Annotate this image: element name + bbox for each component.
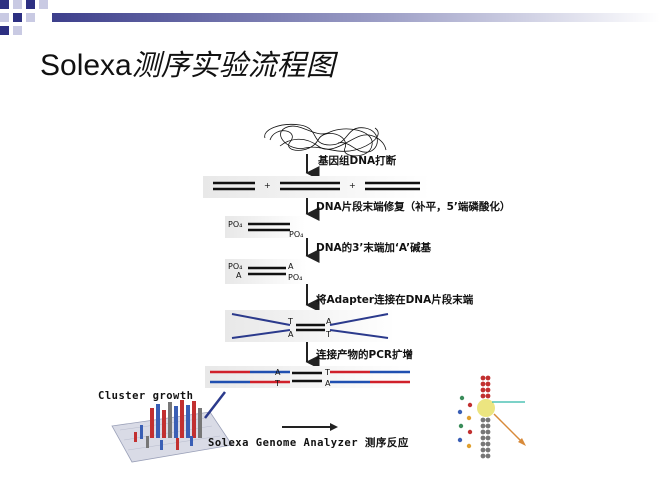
t-label-right: T bbox=[325, 330, 331, 339]
a-tailing-panel: PO₄ A A PO₄ bbox=[225, 259, 307, 284]
step-3-label: DNA的3’末端加‘A’碱基 bbox=[316, 242, 432, 254]
pcr-a-right: A bbox=[325, 379, 331, 388]
po4-label-a1: PO₄ bbox=[228, 262, 242, 271]
slide-title-chinese: 测序实验流程图 bbox=[131, 48, 335, 82]
step-2-label: DNA片段末端修复（补平，5’端磷酸化） bbox=[316, 201, 511, 213]
a-label-right: A bbox=[326, 317, 332, 326]
plus-sign-1: + bbox=[264, 181, 271, 190]
adapter-ligation-panel: T A A T bbox=[225, 310, 395, 342]
po4-label-left: PO₄ bbox=[228, 220, 242, 229]
slide-header-decoration bbox=[0, 0, 660, 35]
slide-title: Solexa测序实验流程图 bbox=[40, 42, 335, 84]
step-1-label: 基因组DNA打断 bbox=[318, 155, 397, 167]
po4-label-a2: PO₄ bbox=[288, 273, 302, 282]
pcr-product-panel: A T T A bbox=[205, 366, 413, 388]
step-5-label: 连接产物的PCR扩增 bbox=[316, 349, 413, 361]
step-4-label: 将Adapter连接在DNA片段末端 bbox=[316, 294, 474, 306]
genomic-dna-tangle bbox=[264, 123, 387, 157]
pcr-t-right: T bbox=[324, 368, 330, 377]
a-label-left: A bbox=[288, 330, 294, 339]
analyzer-label: Solexa Genome Analyzer 测序反应 bbox=[208, 437, 409, 449]
plus-sign-2: + bbox=[349, 181, 356, 190]
slide-title-latin: Solexa bbox=[40, 49, 132, 82]
cluster-growth-label: Cluster growth bbox=[98, 390, 194, 402]
fragments-panel: + + bbox=[203, 176, 430, 198]
sequencing-illustration bbox=[457, 375, 526, 459]
end-repair-panel: PO₄ PO₄ bbox=[225, 216, 305, 239]
pcr-a-left: A bbox=[275, 368, 281, 377]
a-label-a1: A bbox=[236, 271, 242, 280]
t-label-left: T bbox=[287, 317, 293, 326]
flow-cell-illustration bbox=[111, 391, 233, 463]
pcr-t-left: T bbox=[274, 379, 280, 388]
a-label-a2: A bbox=[288, 262, 294, 271]
po4-label-right: PO₄ bbox=[289, 230, 303, 239]
